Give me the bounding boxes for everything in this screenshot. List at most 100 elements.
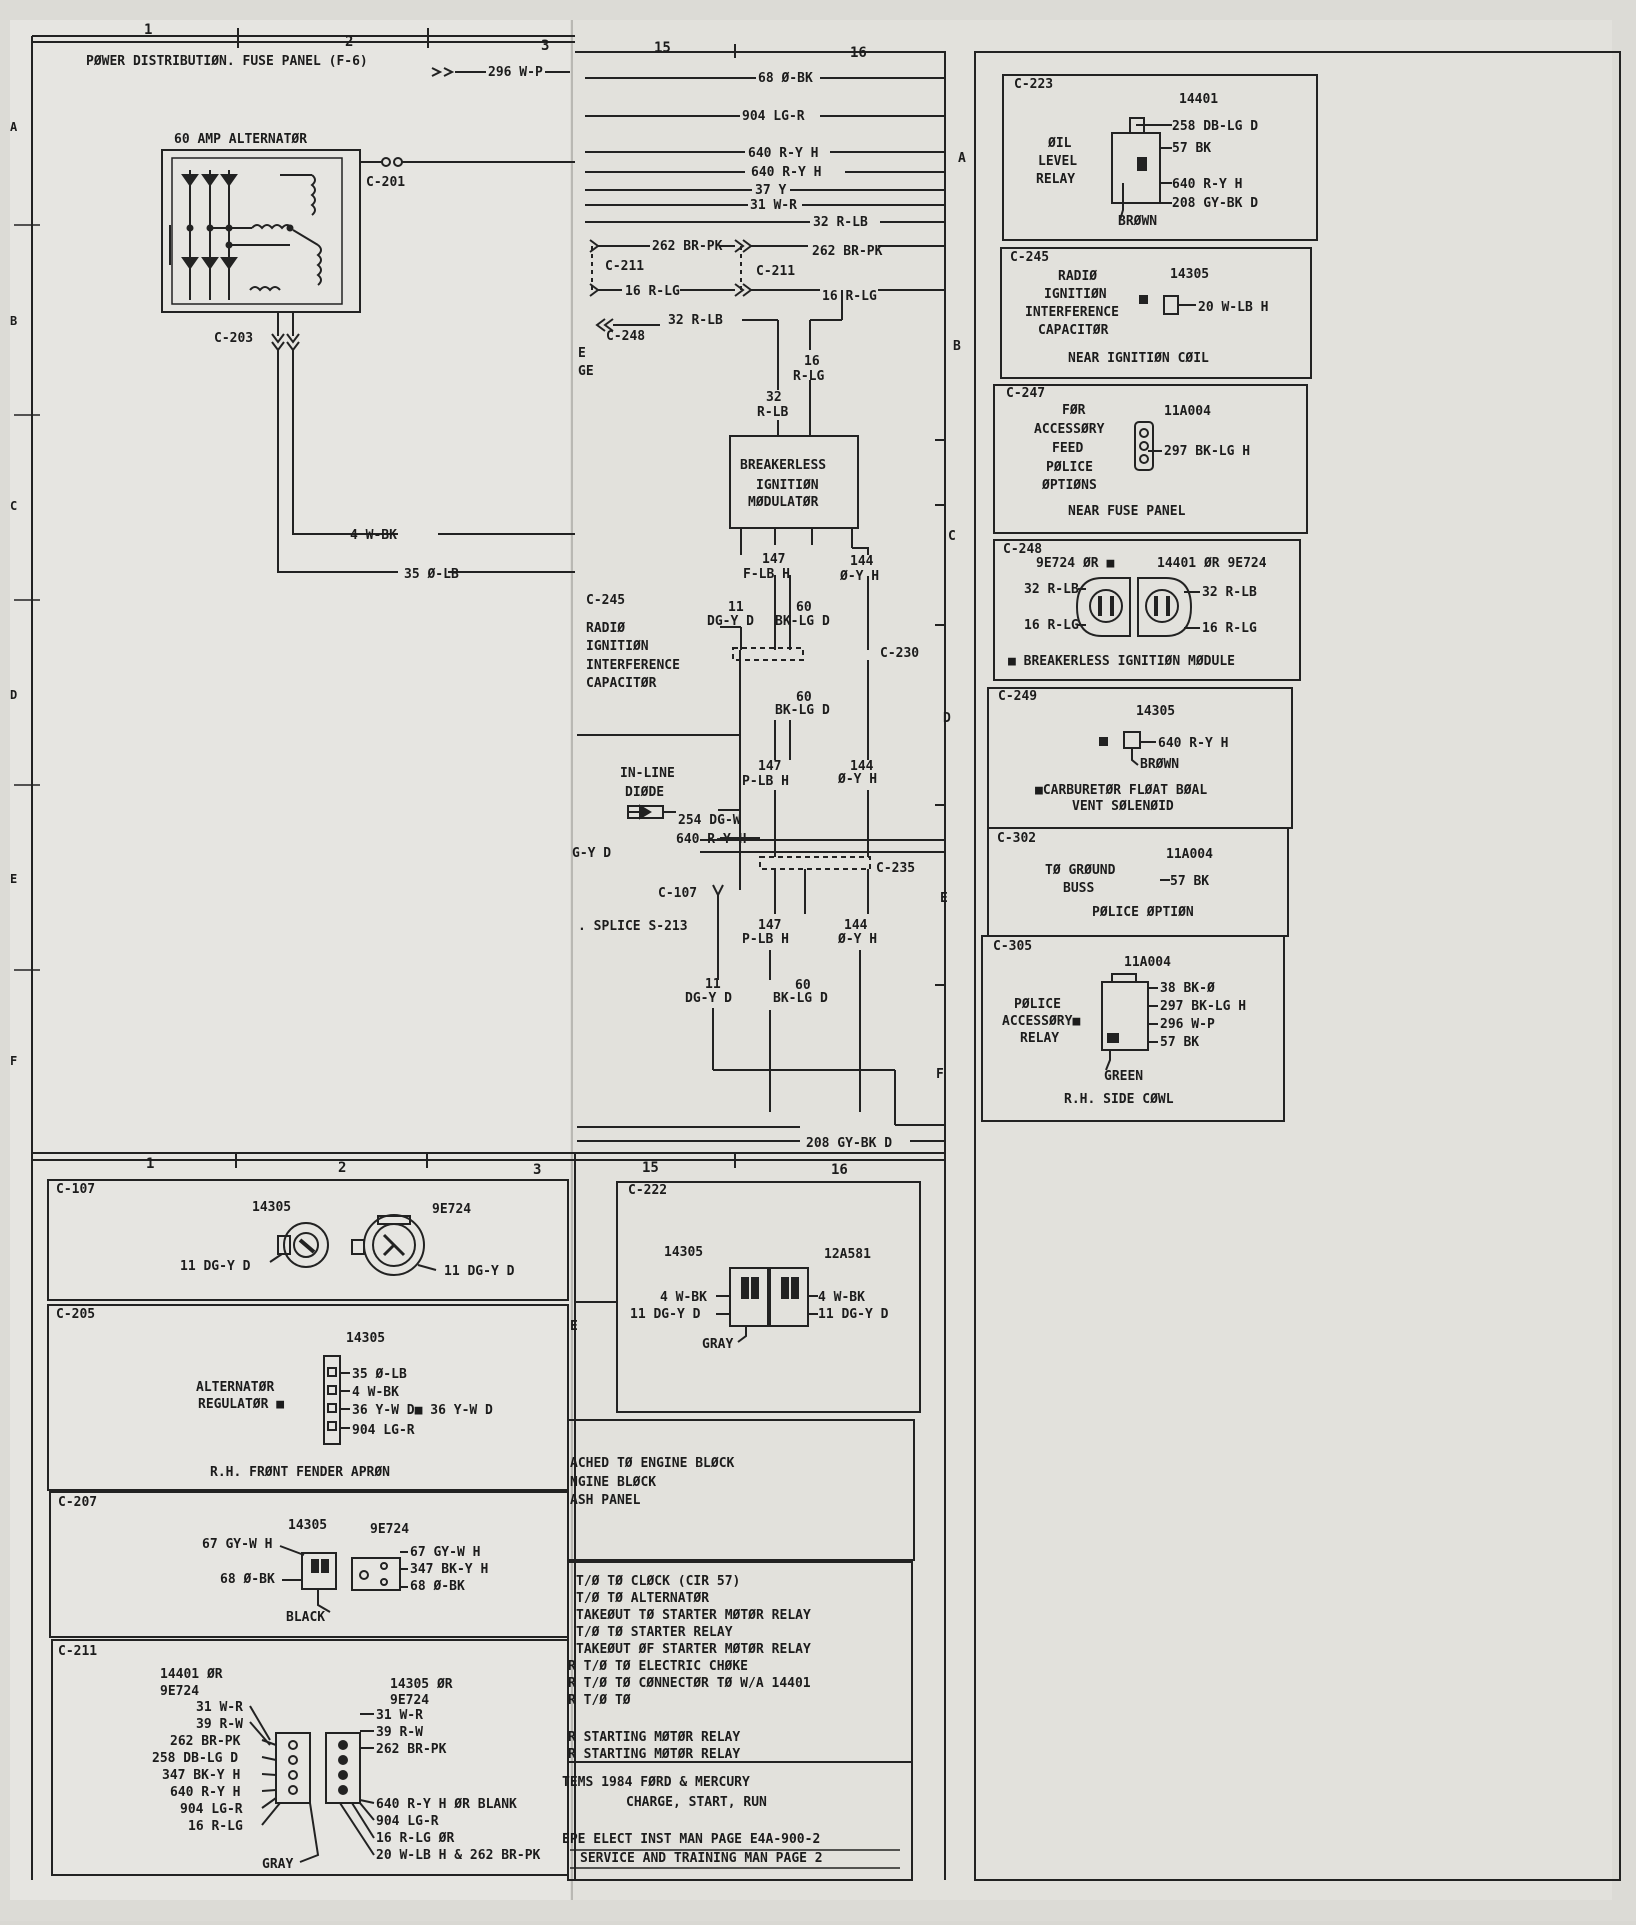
wire-color-label: GRAY xyxy=(702,1337,733,1352)
component-label: ACCESSØRY xyxy=(1034,422,1105,437)
capacitor-label: INTERFERENCE xyxy=(586,658,680,673)
note-line: T/Ø TØ CLØCK (CIR 57) xyxy=(576,1574,740,1589)
wire-label: 68 Ø-BK xyxy=(220,1572,275,1587)
col-label: 15 xyxy=(654,40,671,56)
component-label: INTERFERENCE xyxy=(1025,305,1119,320)
part-number: 9E724 ØR ■ xyxy=(1036,556,1114,571)
wire-label: Ø-Y H xyxy=(837,932,877,947)
wire-color-label: BLACK xyxy=(286,1610,325,1625)
component-label: LEVEL xyxy=(1038,154,1077,169)
part-number: 14401 ØR 9E724 xyxy=(1157,556,1267,571)
row-label: F xyxy=(10,1054,17,1068)
wire-label: 208 GY-BK D xyxy=(1172,196,1258,211)
col-label: 16 xyxy=(831,1162,848,1178)
connector-c223: C-223 xyxy=(1014,77,1053,92)
wire-label: 16 R-LG xyxy=(1024,618,1079,633)
text-fragment: E xyxy=(578,346,586,361)
footer-reference: EPE ELECT INST MAN PAGE E4A-900-2 xyxy=(562,1832,820,1847)
connector-c222: C-222 xyxy=(628,1183,667,1198)
wire-label: 35 Ø-LB xyxy=(404,567,459,582)
note-label: VENT SØLENØID xyxy=(1072,799,1174,814)
wire-label: 297 BK-LG H xyxy=(1164,444,1250,459)
wire-label: 11 DG-Y D xyxy=(180,1259,251,1274)
col-label: 1 xyxy=(144,22,152,38)
component-label: CAPACITØR xyxy=(1038,323,1109,338)
component-label: FØR xyxy=(1062,403,1086,418)
note-line: T/Ø TØ STARTER RELAY xyxy=(576,1625,733,1640)
wire-label: Ø-Y H xyxy=(839,569,879,584)
connector-c207: C-207 xyxy=(58,1495,97,1510)
wire-label: P-LB H xyxy=(742,932,789,947)
wire-label: 57 BK xyxy=(1172,141,1211,156)
wire-label: 640 R-Y H xyxy=(1158,736,1228,751)
part-number: 14401 xyxy=(1179,92,1218,107)
component-label: REGULATØR ■ xyxy=(198,1397,284,1412)
wire-label: 31 W-R xyxy=(750,198,797,213)
wire-label: 144 xyxy=(844,918,868,933)
component-label: PØLICE xyxy=(1046,460,1093,475)
connector-c249: C-249 xyxy=(998,689,1037,704)
wire-label: 640 R-Y H ØR BLANK xyxy=(376,1797,517,1812)
alternator-label: 60 AMP ALTERNATØR xyxy=(174,132,307,147)
col-label: 15 xyxy=(642,1160,659,1176)
part-number: 12A581 xyxy=(824,1247,871,1262)
wire-label: 20 W-LB H & 262 BR-PK xyxy=(376,1848,541,1863)
wire-label: 32 R-LB xyxy=(1024,582,1079,597)
connector-c248-detail: C-248 xyxy=(1003,542,1042,557)
note-line: T/Ø TØ ALTERNATØR xyxy=(576,1591,709,1606)
oil-level-relay-connector xyxy=(1111,117,1172,221)
location-label: R.H. SIDE CØWL xyxy=(1064,1092,1174,1107)
part-number: 14305 xyxy=(1170,267,1209,282)
wire-label: DG-Y D xyxy=(707,614,754,629)
wire-label: 258 DB-LG D xyxy=(152,1751,238,1766)
wire-label: 904 LG-R xyxy=(376,1814,439,1829)
row-label: A xyxy=(10,120,18,134)
diode-label: IN-LINE xyxy=(620,766,675,781)
part-number: 14401 ØR xyxy=(160,1667,223,1682)
wire-label: 258 DB-LG D xyxy=(1172,119,1258,134)
wire-label: 11 xyxy=(705,977,721,992)
capacitor-label: CAPACITØR xyxy=(586,676,657,691)
c248-connector-shape xyxy=(1075,577,1200,637)
wire-label: 296 W-P xyxy=(488,65,543,80)
component-label: IGNITIØN xyxy=(1044,287,1107,302)
wire-label: 31 W-R xyxy=(376,1708,423,1723)
edge-label: D xyxy=(943,711,951,726)
component-label: BUSS xyxy=(1063,881,1094,896)
col-label: 3 xyxy=(533,1162,541,1178)
wire-label: 262 BR-PK xyxy=(812,244,883,259)
edge-label: C xyxy=(948,529,956,544)
wire-label: Ø-Y H xyxy=(837,772,877,787)
connector-c302: C-302 xyxy=(997,831,1036,846)
connector-c203: C-203 xyxy=(214,331,253,346)
wire-label: 57 BK xyxy=(1170,874,1209,889)
connector-c245-detail: C-245 xyxy=(1010,250,1049,265)
component-label: RADIØ xyxy=(1058,269,1097,284)
splice-label: . SPLICE S-213 xyxy=(578,919,688,934)
wire-label: 32 xyxy=(766,390,782,405)
wire-label: 297 BK-LG H xyxy=(1160,999,1246,1014)
component-label: ALTERNATØR xyxy=(196,1380,274,1395)
note-label: ■ BREAKERLESS IGNITIØN MØDULE xyxy=(1008,654,1235,669)
wire-label: 11 DG-Y D xyxy=(630,1307,701,1322)
wire-label: 32 R-LB xyxy=(813,215,868,230)
note-line: R T/Ø TØ CØNNECTØR TØ W/A 14401 xyxy=(568,1676,811,1691)
wire-label: 296 W-P xyxy=(1160,1017,1215,1032)
connector-c305: C-305 xyxy=(993,939,1032,954)
connector-c107-detail: C-107 xyxy=(56,1182,95,1197)
part-number: 11A004 xyxy=(1124,955,1171,970)
module-label: IGNITIØN xyxy=(756,478,819,493)
part-number: 14305 xyxy=(1136,704,1175,719)
module-label: BREAKERLESS xyxy=(740,458,826,473)
col-label: 3 xyxy=(541,38,549,54)
part-number: 14305 xyxy=(252,1200,291,1215)
wire-label: 640 R-Y H xyxy=(170,1785,240,1800)
wire-color-label: BRØWN xyxy=(1118,214,1157,229)
wire-label: 4 W-BK xyxy=(350,528,397,543)
note-line: R STARTING MØTØR RELAY xyxy=(568,1730,740,1745)
wire-label: 36 Y-W D■ 36 Y-W D xyxy=(352,1403,493,1418)
note-line: ASH PANEL xyxy=(570,1493,641,1508)
wire-label: 11 xyxy=(728,600,744,615)
part-number: 11A004 xyxy=(1164,404,1211,419)
